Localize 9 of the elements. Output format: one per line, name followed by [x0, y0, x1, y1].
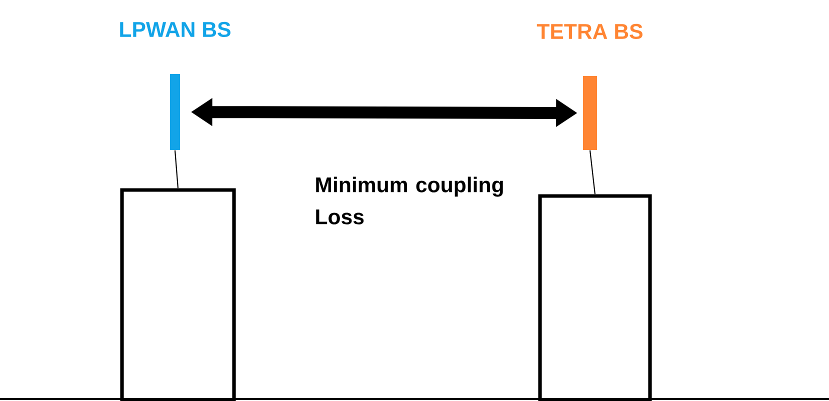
mast-line — [589, 150, 596, 194]
antenna: TETRA BS — [536, 24, 642, 150]
node-label: LPWAN BS — [120, 22, 230, 38]
antenna: LPWAN BS — [120, 22, 230, 150]
edge-label: Minimum coupling Loss — [316, 176, 503, 224]
building-box — [120, 188, 236, 401]
mast-line — [174, 150, 179, 188]
node-label: TETRA BS — [536, 24, 642, 40]
building-box — [538, 194, 652, 401]
